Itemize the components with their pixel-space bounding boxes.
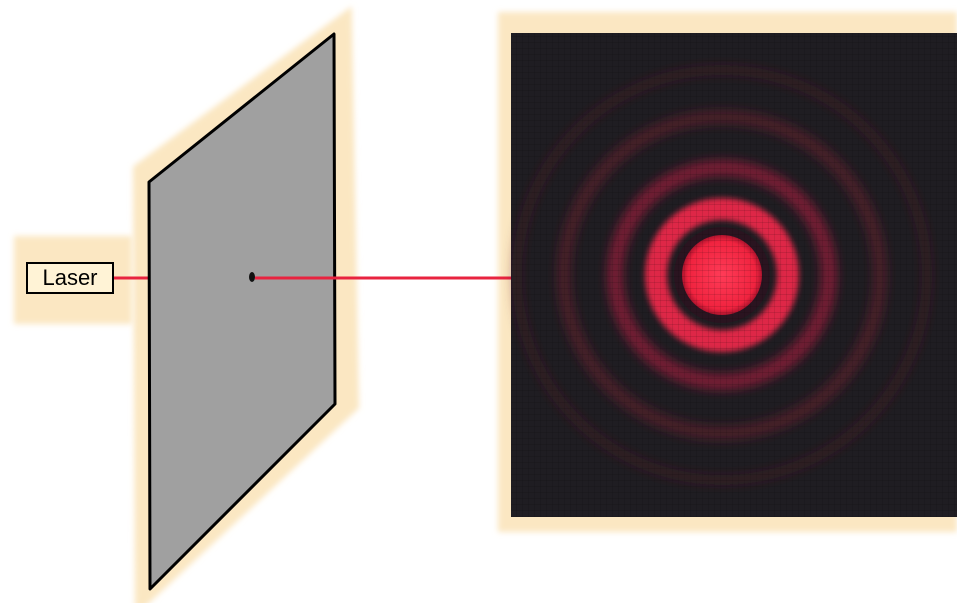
screen-texture xyxy=(511,33,957,517)
observation-screen xyxy=(511,33,957,517)
laser-label: Laser xyxy=(26,262,114,294)
pinhole xyxy=(249,272,255,282)
